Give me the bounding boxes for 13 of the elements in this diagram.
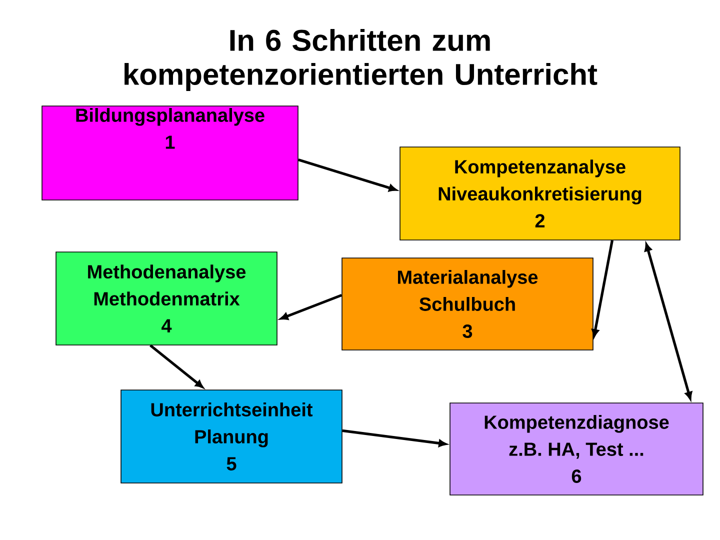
process-box: Kompetenzdiagnose z.B. HA, Test ... 6 (450, 402, 704, 496)
arrow (150, 344, 204, 388)
title: In 6 Schritten zum kompetenzorientierten Unterricht (124, 29, 598, 91)
process-box: Kompetenzanalyse Niveaukonkretisierung 2 (400, 146, 680, 240)
process-box: Methodenanalyse Methodenmatrix 4 (56, 252, 278, 346)
arrow (644, 243, 692, 400)
process-box: Materialanalyse Schulbuch 3 (342, 258, 594, 350)
process-box: Bildungsplananalyse 1 (42, 106, 298, 200)
arrow (342, 429, 447, 447)
arrow (298, 158, 397, 192)
arrow (280, 294, 342, 320)
arrow (592, 240, 614, 338)
process-box: Unterrichtseinheit Planung 5 (120, 390, 342, 484)
